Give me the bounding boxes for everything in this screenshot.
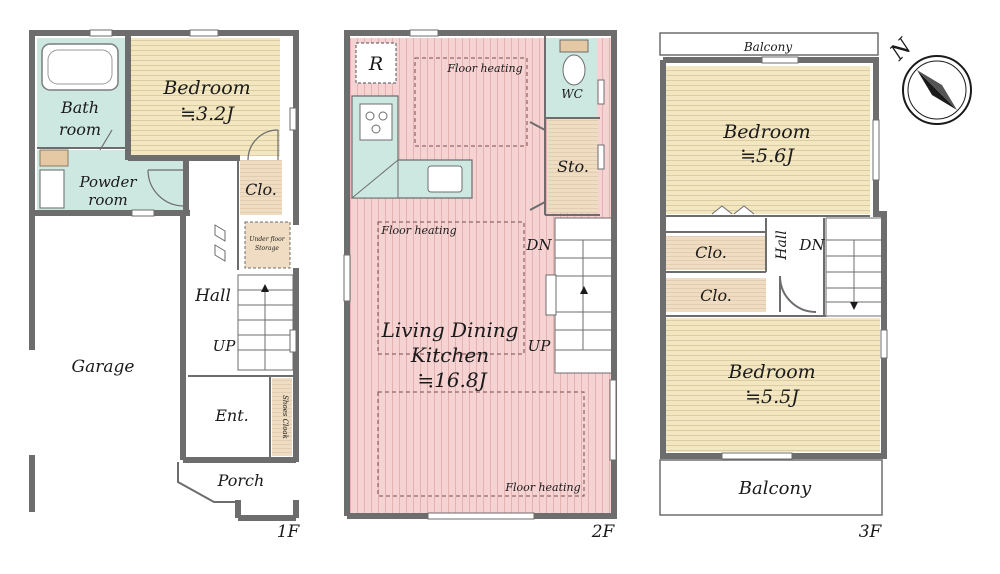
entrance-area <box>188 378 270 456</box>
closet-3f-a <box>666 236 766 270</box>
hall-3f-label: Hall <box>774 230 790 261</box>
closet-3f-b <box>666 278 766 312</box>
bedroom-1f-size: ≒3.2J <box>180 103 235 125</box>
floor-3f <box>659 32 888 516</box>
balcony-top <box>659 32 879 56</box>
bedroom-3f-a-name: Bedroom <box>722 121 810 143</box>
shoes-cloak-area <box>272 378 292 456</box>
underfloor-storage <box>244 221 291 269</box>
underfloor-label-1: Under floor <box>249 236 285 243</box>
porch-area <box>180 462 300 518</box>
floor-heating-label-3: Floor heating <box>504 481 580 494</box>
stairs-up-2f-label: UP <box>528 337 552 355</box>
porch-label: Porch <box>217 471 265 490</box>
washing-machine <box>39 169 65 209</box>
garage-area <box>35 215 185 520</box>
bedroom-3f-a-size: ≒5.6J <box>740 145 795 167</box>
entrance-label: Ent. <box>214 406 249 425</box>
floor-heating-label-2: Floor heating <box>380 224 456 237</box>
underfloor-label-2: Storage <box>255 245 279 252</box>
floor-2f-label: 2F <box>591 522 616 542</box>
closet-doors-1f <box>214 224 226 262</box>
bath-label-1: Bath <box>60 98 99 117</box>
bathtub-inner <box>47 49 113 85</box>
wc-label: WC <box>561 87 583 101</box>
balcony-bottom <box>659 459 883 516</box>
bath-label-2: room <box>59 120 101 139</box>
refrigerator-label: R <box>368 53 383 75</box>
bedroom-1f-name: Bedroom <box>162 77 250 99</box>
stairs-down-3f-label: DN <box>798 236 825 254</box>
windows-3f <box>721 56 888 460</box>
interior-walls-1f <box>37 147 294 503</box>
sink <box>427 165 463 193</box>
windows-2f <box>343 29 617 520</box>
bedroom-3f-b-size: ≒5.5J <box>745 386 800 408</box>
powder-label-1: Powder <box>78 173 137 191</box>
compass-north-label: N <box>885 34 918 67</box>
bedroom-3f-a-floor <box>666 66 870 214</box>
stove <box>359 103 393 141</box>
floor-1f-label: 1F <box>277 522 301 542</box>
closet-1f-label: Clo. <box>245 180 277 199</box>
bedroom-3f-b-floor <box>666 318 880 452</box>
stairs-3f <box>825 217 883 317</box>
labels-1f: Bedroom ≒3.2J Bath room Powder room Clo.… <box>59 77 301 542</box>
closet-3f-a-label: Clo. <box>695 243 727 262</box>
storage-2f <box>548 118 598 213</box>
stair-arrow-3f <box>850 302 858 310</box>
vanity <box>39 149 69 167</box>
closet-1f <box>240 160 282 215</box>
balcony-top-label: Balcony <box>743 40 792 54</box>
toilet-tank <box>559 39 589 53</box>
floor-2f <box>343 29 617 520</box>
interior-walls-2f <box>529 36 600 216</box>
stairs-up-1f-label: UP <box>213 337 237 355</box>
ldk-label-1: Living Dining <box>381 318 519 342</box>
bedroom-3f-b-name: Bedroom <box>727 361 815 383</box>
ldk-label-2: Kitchen <box>410 343 489 367</box>
hall-1f-label: Hall <box>194 286 231 306</box>
labels-3f: Balcony Bedroom ≒5.6J Clo. Hall DN Clo. … <box>695 40 882 542</box>
storage-2f-label: Sto. <box>557 157 589 176</box>
toilet-bowl <box>562 54 586 86</box>
compass: N <box>885 34 972 125</box>
windows-1f <box>89 29 297 353</box>
floor-heating-label-1: Floor heating <box>446 62 522 75</box>
bedroom-1f-floor <box>130 38 280 156</box>
kitchen-corner <box>350 158 399 199</box>
doors-1f <box>99 129 279 207</box>
stairs-down-2f-label: DN <box>525 236 552 254</box>
shoes-cloak-label: Shoes Cloak <box>281 395 289 439</box>
interior-walls-3f <box>666 215 870 317</box>
labels-2f: R Floor heating WC Sto. Floor heating DN… <box>368 53 616 542</box>
garage-label: Garage <box>72 357 135 377</box>
floor-3f-label: 3F <box>859 522 883 542</box>
floor-heating-zones <box>377 57 585 497</box>
hall-3f-area <box>766 220 824 268</box>
ldk-size: ≒16.8J <box>417 368 487 392</box>
closet-3f-b-label: Clo. <box>700 286 732 305</box>
balcony-bottom-label: Balcony <box>738 478 812 499</box>
powder-label-2: room <box>88 191 127 209</box>
closet-doors-3f <box>711 205 755 215</box>
stairs-2f <box>545 217 613 374</box>
stair-arrow-1f <box>261 284 269 292</box>
floor-1f <box>29 29 300 521</box>
stair-arrow-2f <box>580 286 588 294</box>
refrigerator <box>355 42 397 84</box>
